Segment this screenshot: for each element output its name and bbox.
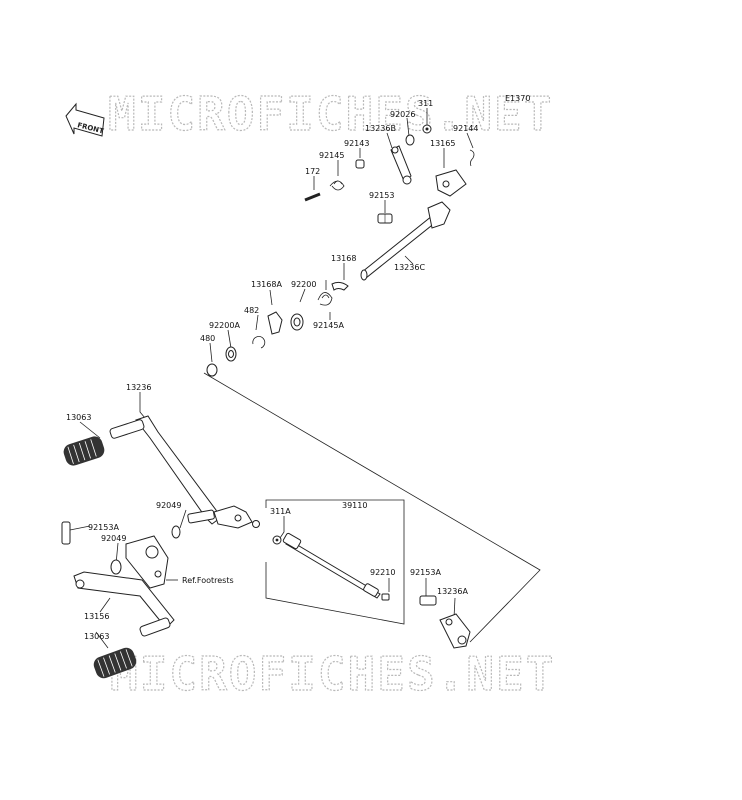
part-172-pin-icon <box>304 192 321 202</box>
part-311A-nut-icon <box>272 535 282 545</box>
part-92200-washer-icon <box>290 313 304 331</box>
label-13168: 13168 <box>331 254 356 263</box>
part-92153A-bolt-icon <box>61 521 71 545</box>
label-13063-lower: 13063 <box>84 632 109 641</box>
label-92049-upper: 92049 <box>156 501 181 510</box>
label-13063-upper: 13063 <box>66 413 91 422</box>
label-92210: 92210 <box>370 568 395 577</box>
label-13236A: 13236A <box>437 587 468 596</box>
watermark-bottom: MICROFICHES.NET <box>110 647 555 701</box>
label-13168A: 13168A <box>251 280 282 289</box>
part-13165-plate-icon <box>435 169 467 197</box>
part-92049-washer-icon <box>171 525 181 539</box>
part-13063-footpeg-rubber-icon <box>63 436 105 466</box>
label-92145A: 92145A <box>313 321 344 330</box>
label-311A: 311A <box>270 507 291 516</box>
label-92145: 92145 <box>319 151 344 160</box>
part-92144-spring-icon <box>469 149 475 167</box>
part-labels: 311 92026 92144 13236B 92143 13165 92145… <box>66 99 478 641</box>
label-92153A-left: 92153A <box>88 523 119 532</box>
label-92144: 92144 <box>453 124 478 133</box>
label-13236: 13236 <box>126 383 151 392</box>
part-92145-spring-icon <box>329 180 345 191</box>
part-92143-collar-icon <box>355 159 365 169</box>
part-13168-clip-icon <box>331 281 349 291</box>
part-92026-washer-icon <box>405 134 415 146</box>
label-92026: 92026 <box>390 110 415 119</box>
part-39110-tie-rod-icon <box>282 532 381 599</box>
label-92153A-right: 92153A <box>410 568 441 577</box>
part-bolt-nut-icon <box>252 520 260 528</box>
label-13236C: 13236C <box>394 263 425 272</box>
part-13236-shift-lever-icon <box>109 415 253 529</box>
part-92210-nut-icon <box>381 593 390 601</box>
leader-lines-upper <box>209 108 474 363</box>
label-13236B: 13236B <box>365 124 396 133</box>
label-ref-footrests: Ref.Footrests <box>182 576 234 585</box>
label-92153: 92153 <box>369 191 394 200</box>
label-482: 482 <box>244 306 259 315</box>
label-92049-lower: 92049 <box>101 534 126 543</box>
leader-lines-lower <box>69 392 456 649</box>
label-92200A: 92200A <box>209 321 240 330</box>
diagram-code: E1370 <box>505 94 530 103</box>
part-92200A-washer-icon <box>225 346 237 362</box>
label-311: 311 <box>418 99 433 108</box>
part-482-circlip-icon <box>252 336 266 349</box>
part-311-nut-icon <box>422 124 432 134</box>
label-480: 480 <box>200 334 215 343</box>
label-13156: 13156 <box>84 612 109 621</box>
label-13165: 13165 <box>430 139 455 148</box>
part-13156-lever-icon <box>73 571 175 637</box>
label-172: 172 <box>305 167 320 176</box>
part-92145A-spring-icon <box>317 292 333 306</box>
part-13236A-lever-icon <box>439 613 471 649</box>
part-92153-bolt-icon <box>377 213 393 224</box>
label-39110: 39110 <box>342 501 367 510</box>
label-92143: 92143 <box>344 139 369 148</box>
part-92153A-bolt-right-icon <box>419 595 437 606</box>
part-13236C-shift-shaft-icon <box>360 201 451 281</box>
front-arrow-icon: FRONT <box>65 102 105 137</box>
assembly-line <box>203 372 541 643</box>
part-13063-footpeg-rubber-lower-icon <box>93 647 137 679</box>
part-13156-pivot-icon <box>125 535 169 589</box>
label-92200: 92200 <box>291 280 316 289</box>
part-13236B-lever-icon <box>390 145 412 185</box>
part-92049-washer-lower-icon <box>110 559 122 575</box>
watermark-top: MICROFICHES.NET <box>108 87 553 141</box>
part-13168A-clip-icon <box>267 311 283 335</box>
part-480-circlip-icon <box>206 363 218 377</box>
